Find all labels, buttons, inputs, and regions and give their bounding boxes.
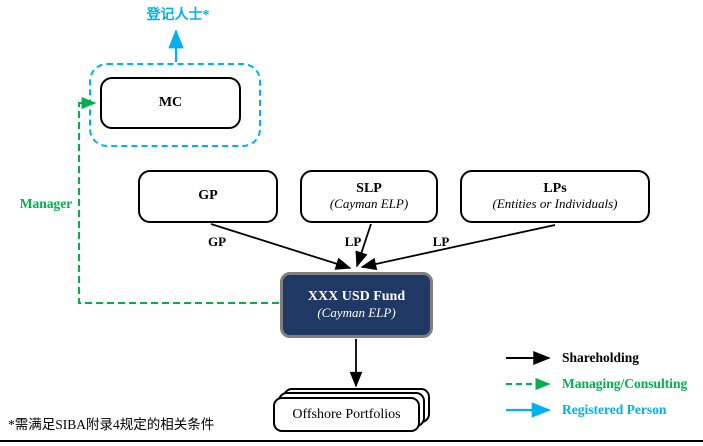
slp-box: SLP (Cayman ELP) [300, 170, 438, 223]
lps-box: LPs (Entities or Individuals) [460, 170, 650, 223]
slp-box-subtitle: (Cayman ELP) [329, 196, 409, 212]
manager-label: Manager [19, 196, 73, 211]
gp-box: GP [138, 170, 278, 223]
legend-registered-label: Registered Person [562, 402, 667, 417]
slp-box-label: SLP [356, 180, 382, 196]
lps-box-subtitle: (Entities or Individuals) [492, 196, 618, 212]
legend-managing-label: Managing/Consulting [562, 376, 688, 391]
mc-box: MC [100, 77, 241, 129]
lps-lp-edge-label: LP [432, 234, 450, 249]
fund-box-subtitle: (Cayman ELP) [317, 304, 396, 320]
slp-lp-edge-label: LP [344, 234, 362, 249]
gp-edge-label: GP [207, 234, 227, 249]
lps-box-label: LPs [543, 180, 567, 196]
fund-box: XXX USD Fund (Cayman ELP) [280, 272, 433, 338]
fund-box-label: XXX USD Fund [307, 289, 406, 305]
registered-person-label: 登记人士* [146, 8, 210, 23]
gp-box-label: GP [198, 188, 218, 204]
siba-footnote: *需满足SIBA附录4规定的相关条件 [8, 417, 215, 432]
portfolios-box-label: Offshore Portfolios [292, 406, 401, 422]
bottom-divider [0, 440, 703, 442]
portfolios-box: Offshore Portfolios [273, 397, 420, 432]
mc-box-label: MC [158, 94, 183, 110]
legend-shareholding-label: Shareholding [562, 350, 640, 365]
